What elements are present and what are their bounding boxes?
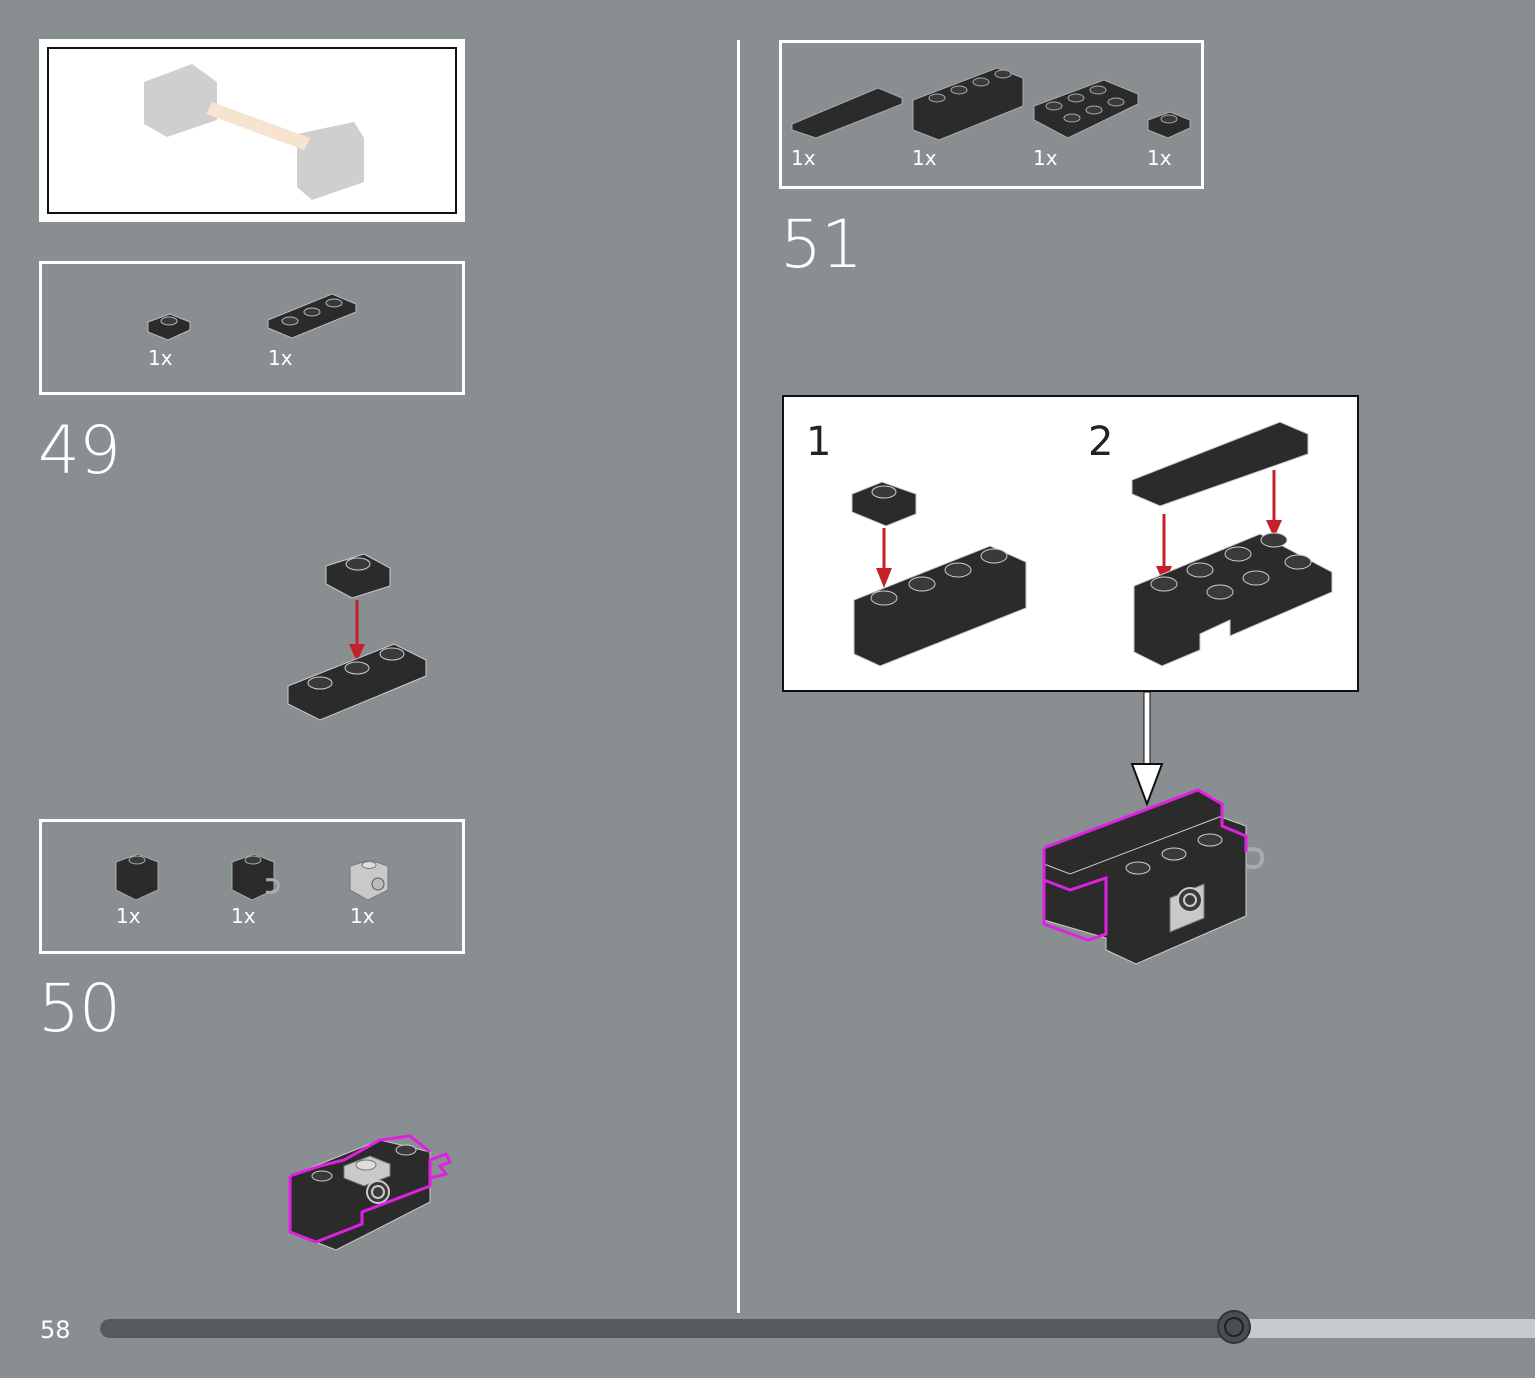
plate-1x1-icon xyxy=(147,313,191,341)
step-51-number: 51 xyxy=(780,206,863,283)
model-overview-box xyxy=(39,39,465,222)
step-51-part-1-qty: 1x xyxy=(791,146,816,170)
tile-1x4-icon xyxy=(791,87,903,139)
step-49-part-1-qty: 1x xyxy=(148,346,173,370)
plate-1x1-icon xyxy=(1147,111,1191,139)
brick-1x4-icon xyxy=(912,67,1024,141)
substep-1-illustration xyxy=(851,481,1027,667)
column-divider xyxy=(737,40,740,1313)
step-51-parts-box xyxy=(779,40,1204,189)
step-49-parts-box xyxy=(39,261,465,395)
progress-bar xyxy=(100,1310,1535,1344)
step-49-build-illustration xyxy=(287,553,427,721)
brick-1x1-stud-side-icon xyxy=(349,859,389,901)
substep-2-illustration xyxy=(1131,421,1333,667)
step-50-part-2-qty: 1x xyxy=(231,904,256,928)
page-number: 58 xyxy=(40,1316,71,1344)
step-51-build-illustration xyxy=(1042,788,1265,965)
step-51-part-3-qty: 1x xyxy=(1033,146,1058,170)
step-50-part-3-qty: 1x xyxy=(350,904,375,928)
subassembly-arrow-icon xyxy=(1130,691,1164,807)
step-49-number: 49 xyxy=(38,412,121,489)
step-50-build-illustration xyxy=(288,1134,453,1251)
progress-bar-fill xyxy=(100,1319,1234,1338)
step-49-part-2-qty: 1x xyxy=(268,346,293,370)
step-51-part-4-qty: 1x xyxy=(1147,146,1172,170)
substep-2-number: 2 xyxy=(1088,419,1114,465)
brick-1x1-icon xyxy=(115,853,159,901)
step-50-parts-box xyxy=(39,819,465,954)
hammer-preview-icon xyxy=(144,64,364,200)
plate-1x3-icon xyxy=(267,293,357,339)
brick-1x1-clip-icon xyxy=(231,853,280,901)
substep-1-number: 1 xyxy=(806,419,832,465)
step-50-part-1-qty: 1x xyxy=(116,904,141,928)
step-50-number: 50 xyxy=(38,970,121,1047)
progress-knob xyxy=(1216,1310,1251,1344)
plate-2x3-icon xyxy=(1033,79,1139,139)
step-51-part-2-qty: 1x xyxy=(912,146,937,170)
